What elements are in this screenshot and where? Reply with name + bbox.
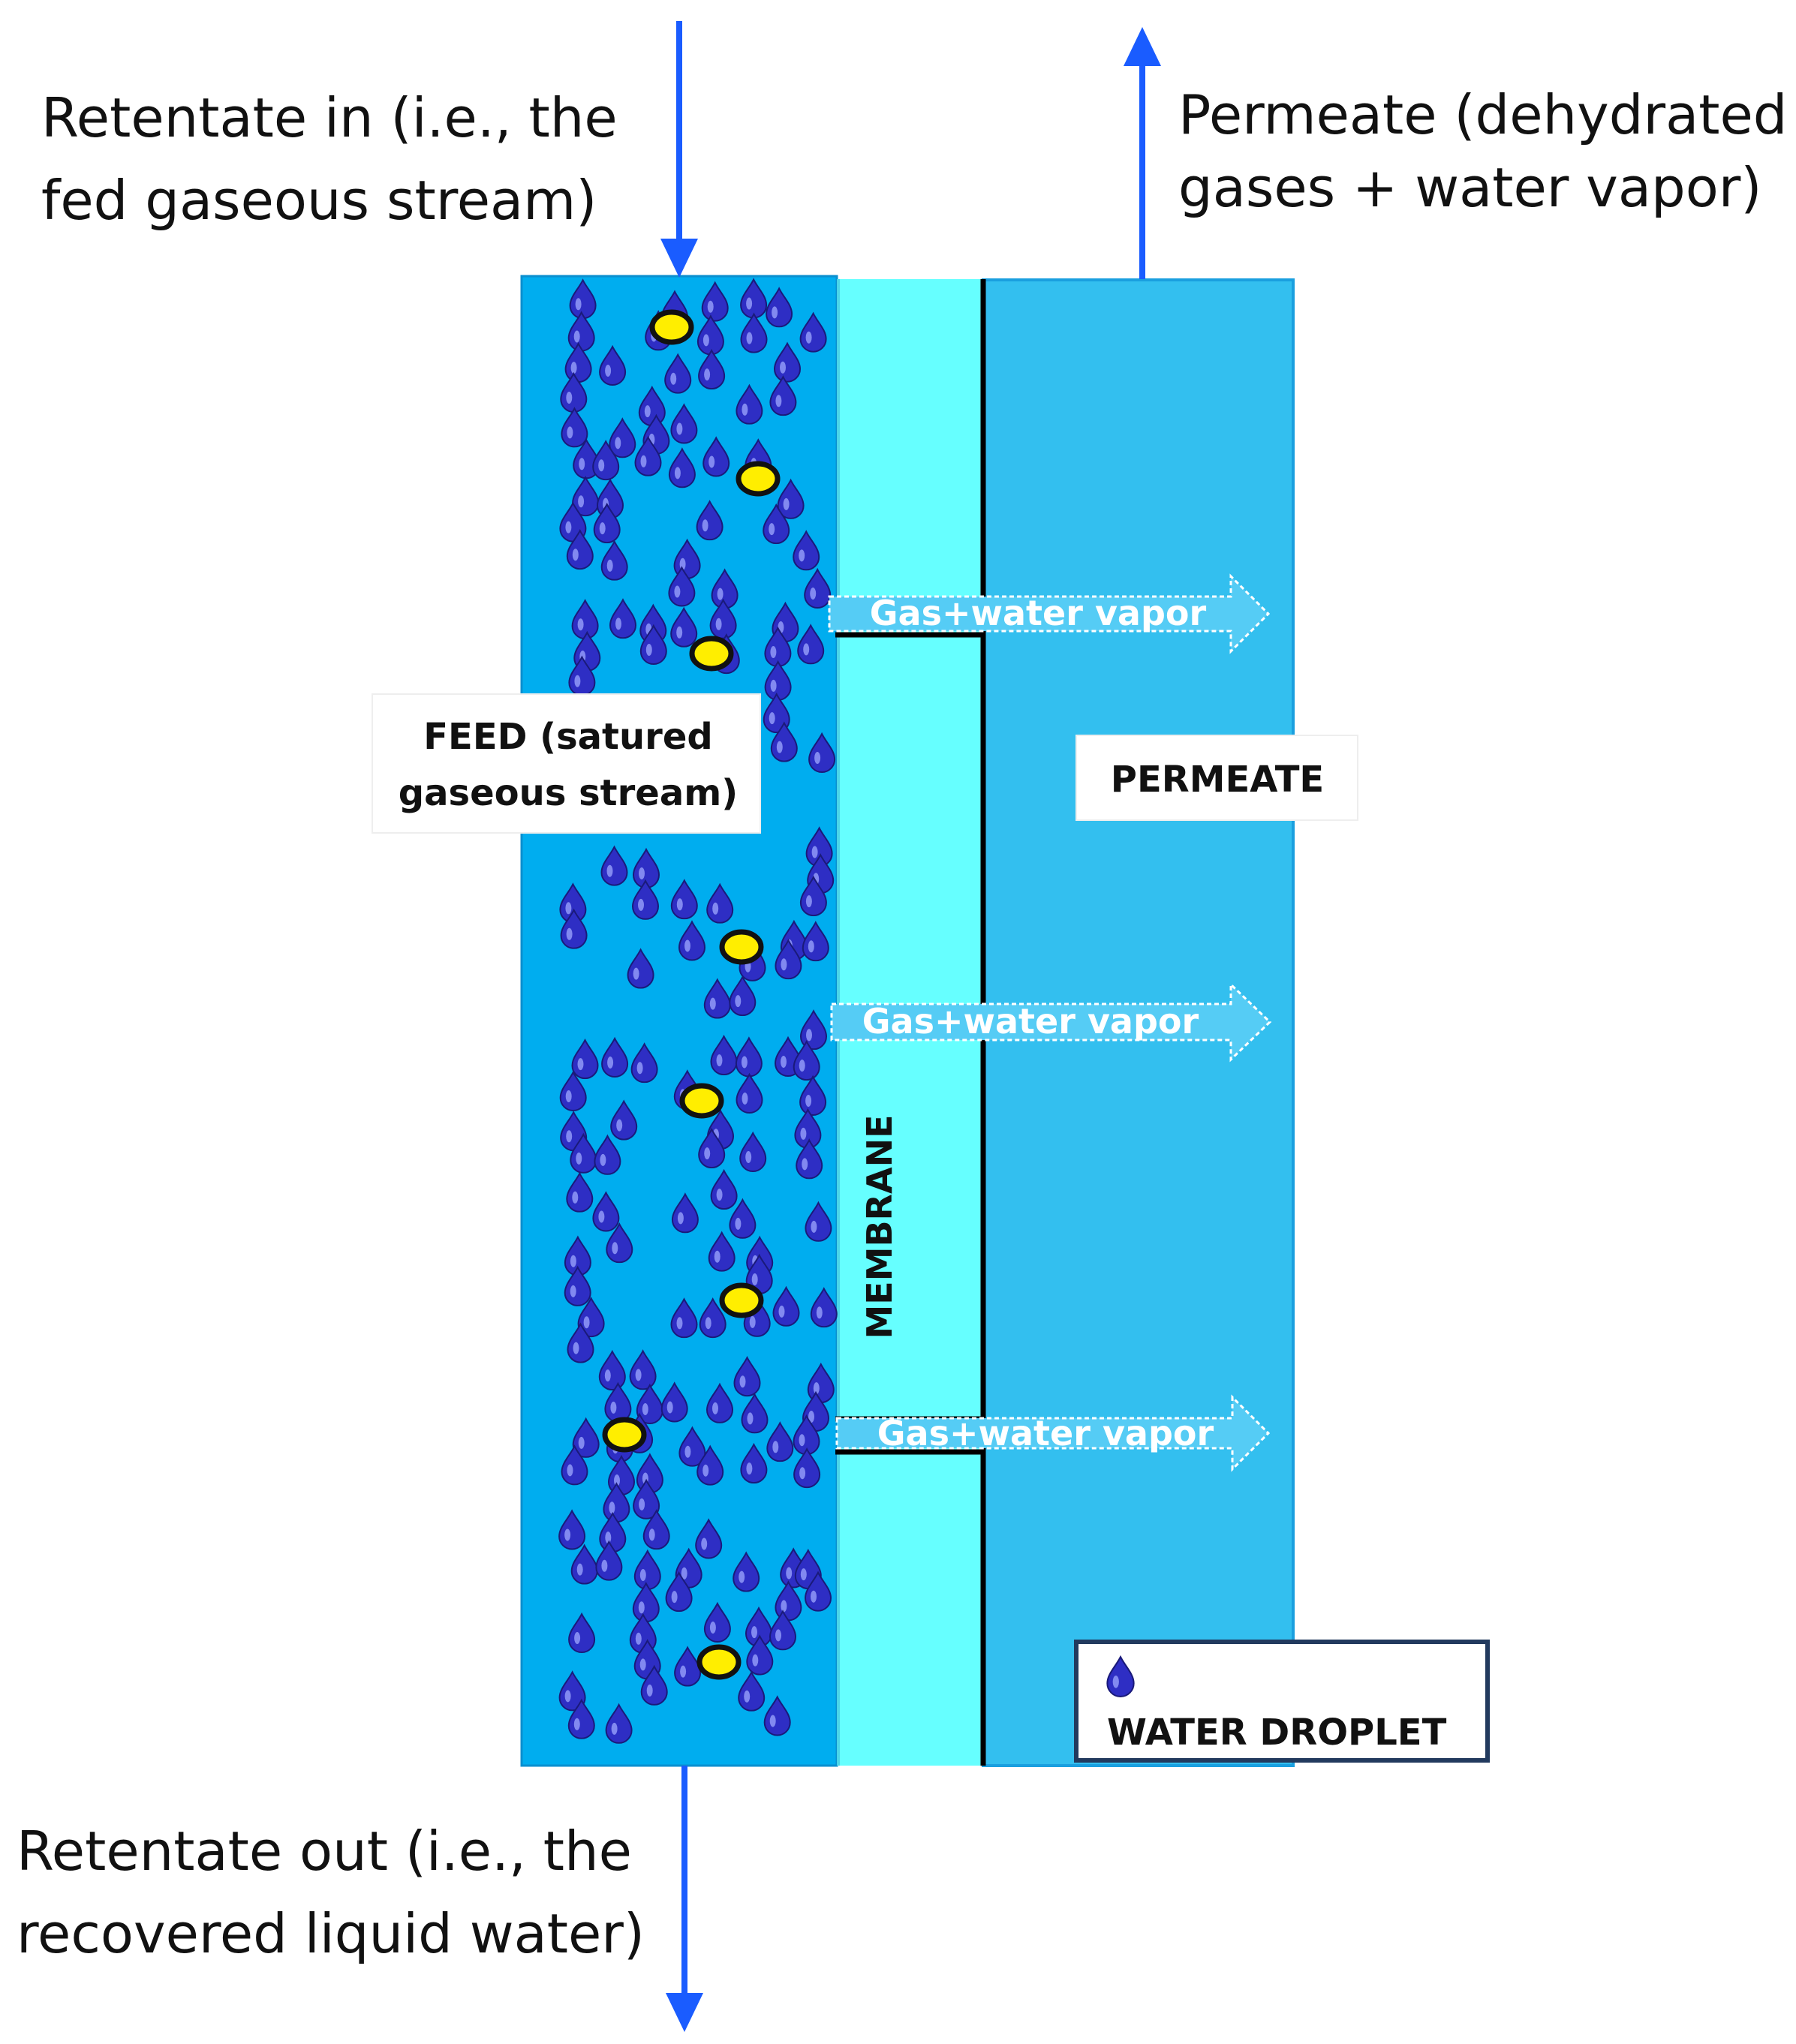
flow-arrow-3: Gas+water vapor xyxy=(835,1394,1271,1472)
gas-particle xyxy=(649,309,694,345)
flow-label-3: Gas+water vapor xyxy=(877,1413,1214,1453)
flow-label-1: Gas+water vapor xyxy=(870,593,1207,633)
gas-particle xyxy=(719,929,764,965)
flow-label-2: Gas+water vapor xyxy=(862,1001,1199,1042)
feed-label-line2: gaseous stream) xyxy=(399,772,738,814)
gas-particle xyxy=(689,636,734,672)
retentate-out-arrow xyxy=(666,1766,703,2032)
feed-label-box: FEED (satured gaseous stream) xyxy=(372,693,761,834)
retentate-in-arrow xyxy=(660,21,698,278)
gas-particle xyxy=(736,461,781,497)
legend-label: WATER DROPLET xyxy=(1107,1712,1447,1754)
permeate-out-line1: Permeate (dehydrated xyxy=(1178,83,1787,146)
gas-particle xyxy=(602,1417,647,1453)
flow-arrow-1: Gas+water vapor xyxy=(828,573,1271,654)
retentate-out-line2: recovered liquid water) xyxy=(17,1902,645,1965)
retentate-in-line1: Retentate in (i.e., the xyxy=(41,86,618,149)
permeate-out-line2: gases + water vapor) xyxy=(1178,156,1761,219)
gas-particle xyxy=(679,1083,724,1119)
gas-particles xyxy=(602,309,781,1680)
permeate-out-arrow xyxy=(1124,27,1161,279)
membrane-label: MEMBRANE xyxy=(859,1115,900,1339)
permeate-label-box: PERMEATE xyxy=(1075,735,1358,821)
retentate-in-line2: fed gaseous stream) xyxy=(41,169,597,232)
gas-particle xyxy=(719,1282,764,1318)
retentate-out-line1: Retentate out (i.e., the xyxy=(17,1820,632,1883)
feed-label-line1: FEED (satured xyxy=(423,716,713,758)
permeate-label: PERMEATE xyxy=(1111,759,1324,801)
flow-arrow-2: Gas+water vapor xyxy=(830,981,1272,1063)
legend: WATER DROPLET xyxy=(1074,1640,1490,1763)
gas-particle xyxy=(696,1644,742,1680)
